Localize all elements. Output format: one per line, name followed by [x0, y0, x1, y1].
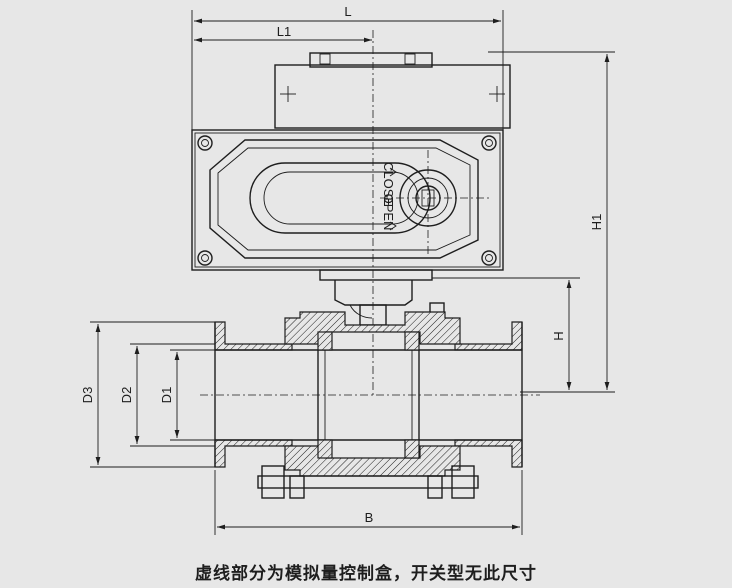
- dimension-H-label: H: [551, 331, 566, 340]
- open-arrow-icon: [389, 221, 397, 231]
- dimension-L: L: [191, 4, 504, 130]
- dimension-L-label: L: [344, 4, 351, 19]
- close-arrow-icon: [389, 167, 397, 177]
- figure-caption: 虚线部分为模拟量控制盒，开关型无此尺寸: [195, 564, 537, 584]
- valve-body: [200, 311, 540, 477]
- box-screw-left: [280, 86, 296, 102]
- position-dial: CLOSE OPEN: [381, 150, 457, 255]
- dimension-L1: L1: [194, 24, 372, 43]
- dial-open-label: OPEN: [381, 194, 396, 231]
- dimension-D2: D2: [119, 343, 215, 447]
- bolt-icon-top-left: [197, 135, 213, 151]
- bolt-icon-bottom-left-nut: [261, 465, 305, 499]
- dimension-H1-label: H1: [589, 214, 604, 231]
- dimension-D3-label: D3: [80, 387, 95, 404]
- dimension-D1: D1: [159, 349, 215, 441]
- dial-close-label: CLOSE: [381, 162, 396, 206]
- bolt-icon-bottom-right: [481, 250, 497, 266]
- bolt-icon-bottom-right-nut: [427, 465, 475, 499]
- dimension-H: H: [432, 277, 580, 390]
- actuator-housing: [191, 129, 504, 271]
- analog-control-box: [274, 52, 511, 129]
- dimension-L1-label: L1: [277, 24, 291, 39]
- dimension-B: B: [214, 470, 523, 535]
- dimension-D2-label: D2: [119, 387, 134, 404]
- box-screw-right: [489, 86, 505, 102]
- dimension-B-label: B: [365, 510, 374, 525]
- dimension-D1-label: D1: [159, 387, 174, 404]
- dimension-H1: H1: [488, 51, 615, 393]
- dimension-D3: D3: [80, 321, 225, 468]
- bolt-icon-bottom-left: [197, 250, 213, 266]
- bolt-icon-top-right: [481, 135, 497, 151]
- bottom-bolt-assembly: [257, 465, 479, 499]
